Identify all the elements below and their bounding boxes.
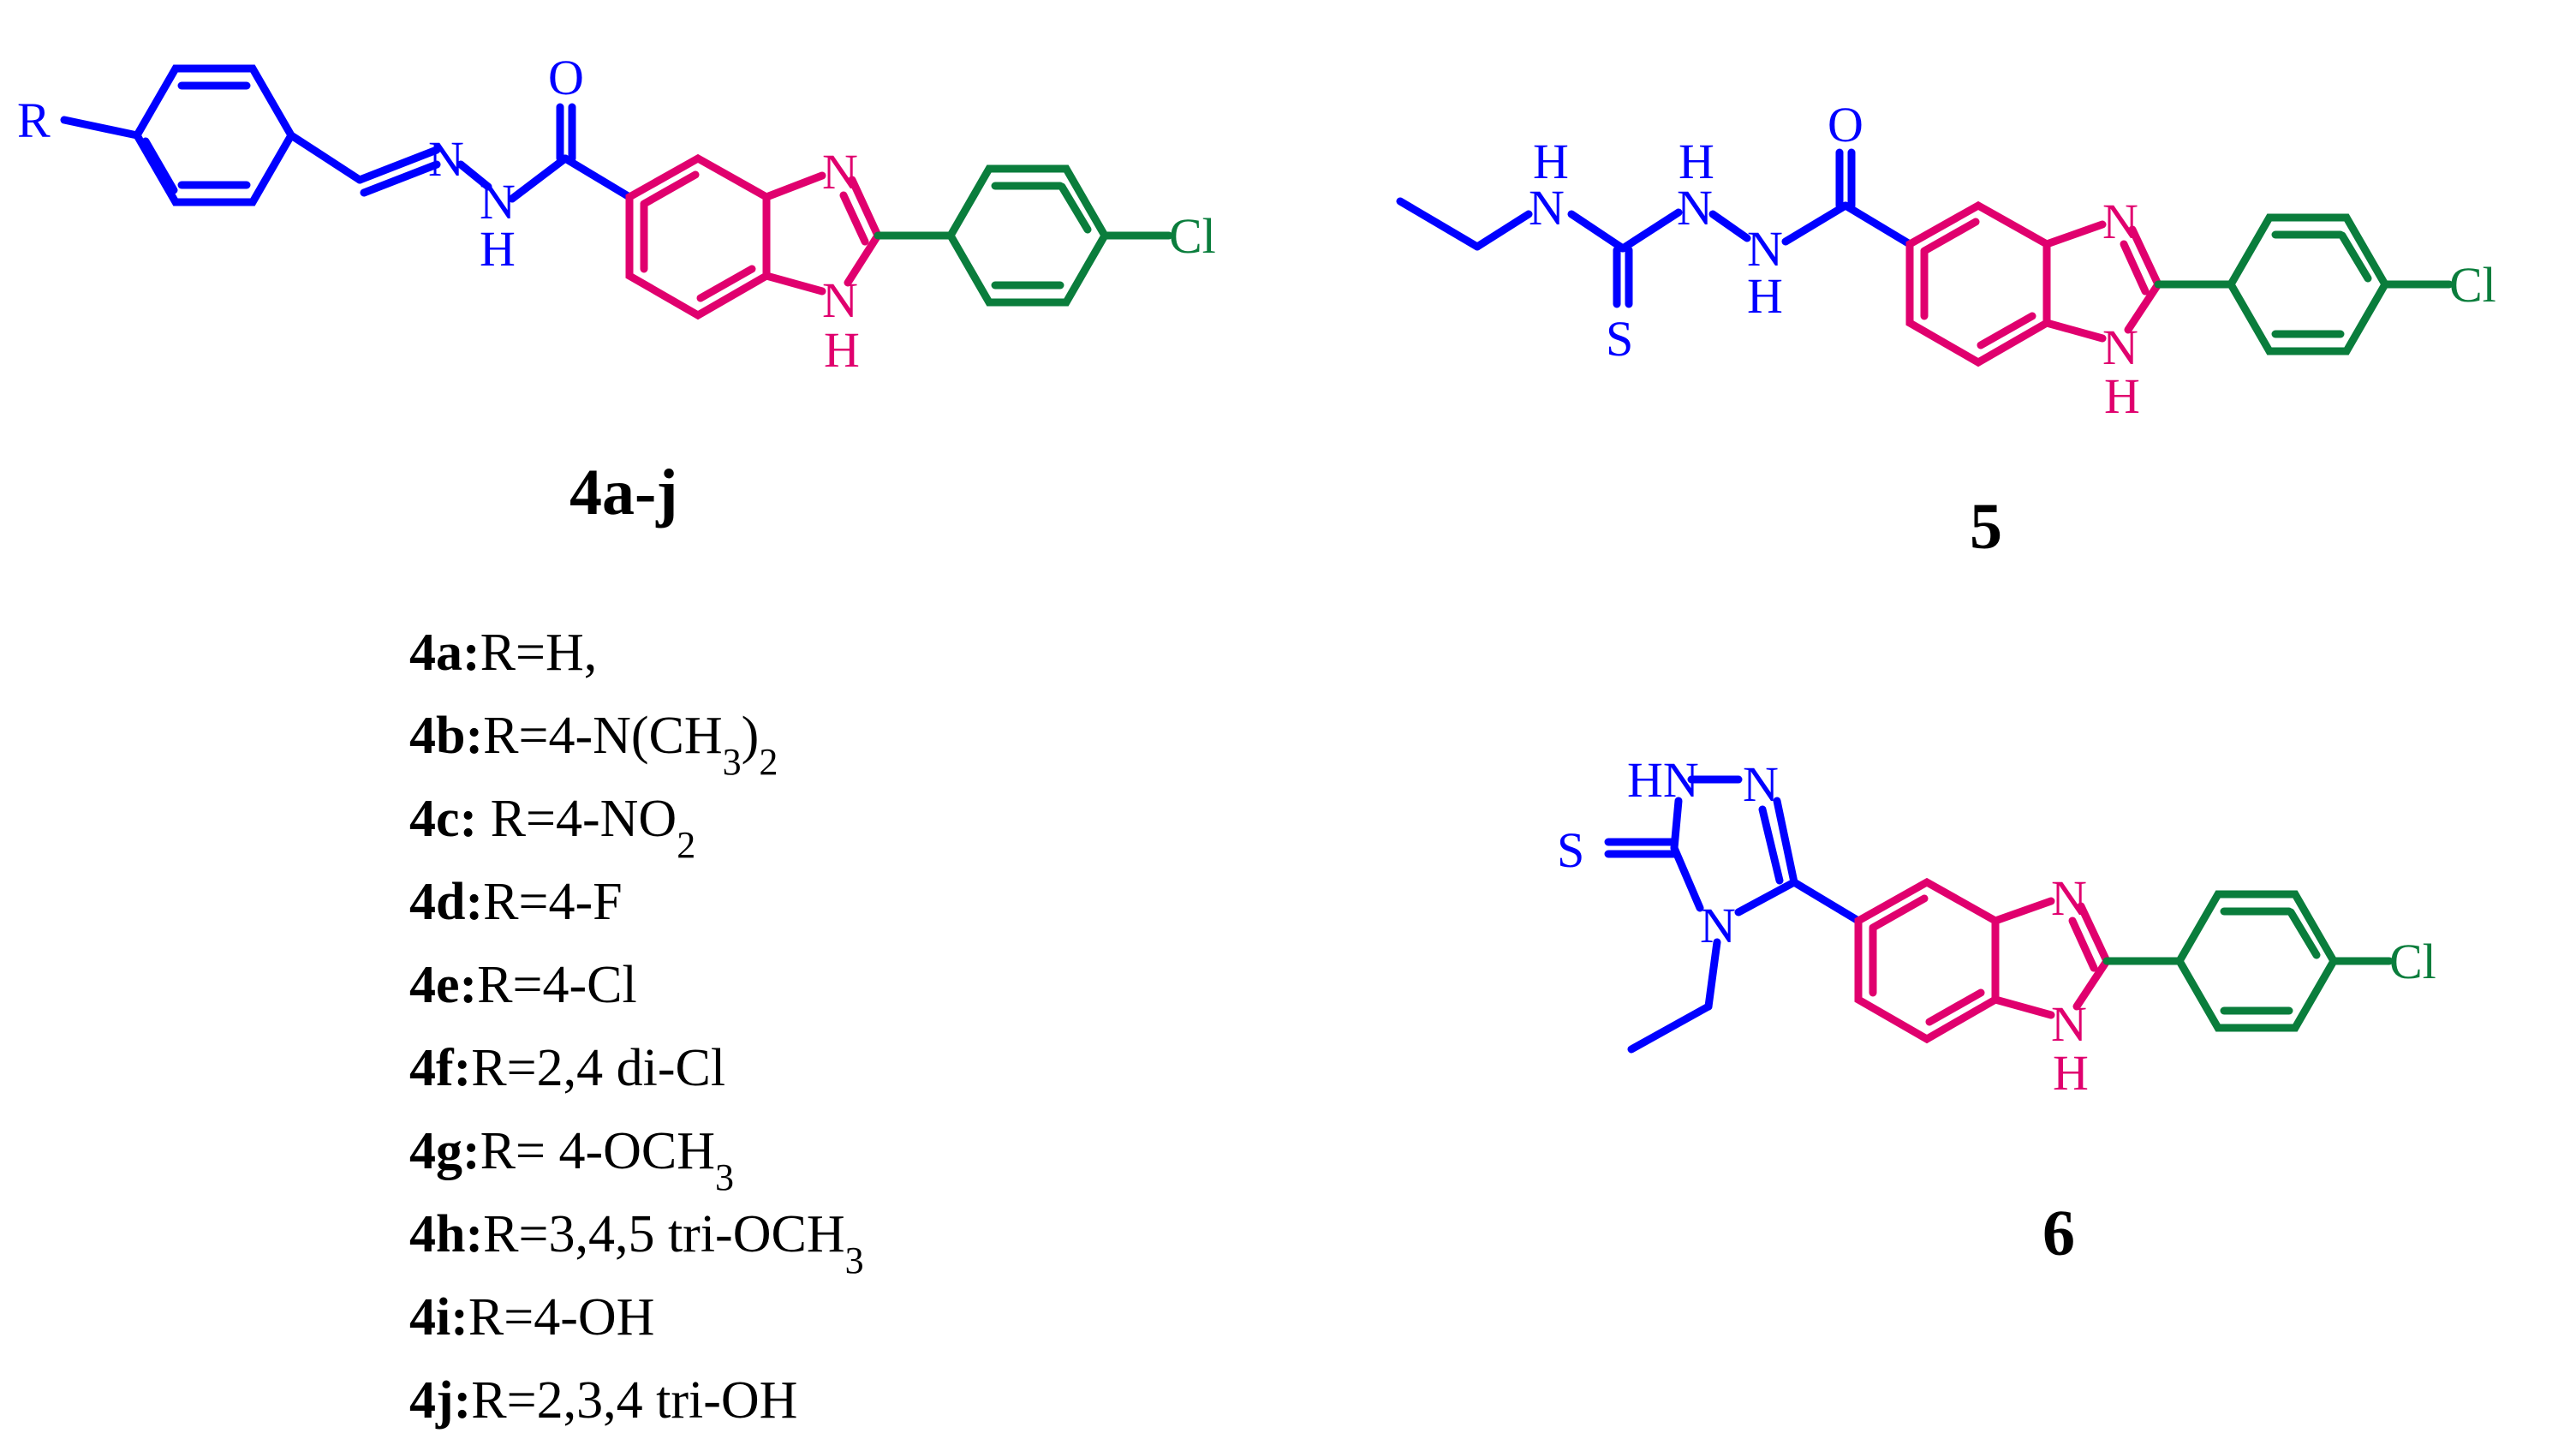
atom-s: S: [1557, 822, 1584, 878]
substituent-value: R=2,4 di-Cl: [471, 1039, 725, 1097]
atom-n-imidazole-h: N: [2051, 996, 2087, 1052]
substituent-value: R=2,3,4 tri-OH: [471, 1371, 797, 1430]
substituent-row: 4e:R=4-Cl: [409, 956, 637, 1014]
compound-code: 4i:: [409, 1288, 468, 1347]
substituent-list: 4a:R=H,4b:R=4-N(CH3)24c: R=4-NO24d:R=4-F…: [409, 624, 864, 1430]
compound-label-6: 6: [2042, 1197, 2075, 1269]
atom-n-imidazole: N: [2051, 870, 2087, 926]
compound-code: 4e:: [409, 956, 477, 1014]
benzimidazole-core: [1905, 200, 2162, 367]
atom-n-hydrazide1: N: [1677, 180, 1713, 236]
chlorophenyl-group: [874, 164, 1173, 307]
compound-code: 4b:: [409, 707, 483, 765]
substituent-row: 4f:R=2,4 di-Cl: [409, 1039, 725, 1097]
atom-n-amide: N: [480, 174, 516, 230]
atom-cl: Cl: [2389, 934, 2436, 989]
compound-code: 4c:: [409, 790, 477, 848]
substituent-value: ): [742, 707, 760, 765]
atom-s: S: [1606, 311, 1633, 367]
atom-n-imidazole: N: [2102, 194, 2138, 249]
compound-label-5: 5: [1970, 491, 2002, 563]
substituent-row: 4a:R=H,: [409, 624, 597, 682]
compound-code: 4f:: [409, 1039, 471, 1097]
substituent-value: R=4-OH: [468, 1288, 655, 1347]
triazole-thione-group: [1604, 775, 1863, 1054]
subscript: 2: [677, 824, 695, 866]
atom-n-imidazole-h: N: [2102, 319, 2138, 375]
atom-hn-triazole: HN: [1627, 752, 1699, 808]
atom-n-imidazole-h: N: [822, 272, 858, 328]
compound-code: 4j:: [409, 1371, 471, 1430]
compound-5-structure: H N S H N N H O N N H Cl: [1396, 97, 2496, 424]
substituent-row: 4i:R=4-OH: [409, 1288, 654, 1347]
atom-h-amide: H: [480, 221, 516, 277]
aryl-ring: [60, 64, 634, 206]
substituent-value: R=4-NO: [477, 790, 677, 848]
atom-r: R: [17, 93, 51, 148]
subscript: 3: [845, 1239, 864, 1281]
subscript: 3: [715, 1156, 734, 1198]
atom-cl: Cl: [1169, 208, 1216, 264]
atom-n-ethylamine: N: [1529, 180, 1565, 236]
substituent-row: 4j:R=2,3,4 tri-OH: [409, 1371, 797, 1430]
substituent-row: 4h:R=3,4,5 tri-OCH3: [409, 1205, 864, 1281]
atom-h-hydrazide2: H: [1747, 268, 1783, 324]
atom-h-hydrazide1: H: [1679, 134, 1714, 189]
atom-h-imidazole: H: [2104, 368, 2140, 424]
atom-n-imidazole: N: [822, 144, 858, 200]
compound-code: 4a:: [409, 624, 480, 682]
atom-n4-triazole: N: [1700, 898, 1736, 953]
substituent-value: R=H,: [480, 624, 598, 682]
compound-4a-j-structure: R N N H O N N H Cl: [17, 50, 1216, 378]
subscript: 3: [723, 741, 742, 783]
substituent-value: R=3,4,5 tri-OCH: [483, 1205, 844, 1263]
benzimidazole-core: [625, 153, 882, 320]
substituent-value: R= 4-OCH: [480, 1122, 715, 1180]
atom-h-imidazole: H: [2053, 1045, 2089, 1101]
substituent-row: 4b:R=4-N(CH3)2: [409, 707, 778, 783]
atom-o: O: [548, 50, 584, 105]
compound-6-structure: HN N S N N N H Cl: [1557, 752, 2436, 1101]
compound-code: 4h:: [409, 1205, 483, 1263]
chlorophenyl-group: [2102, 890, 2394, 1032]
atom-h-ethylamine: H: [1533, 134, 1569, 189]
thiosemicarbazide-linker: [1396, 148, 1914, 308]
atom-n-hydrazide2: N: [1747, 221, 1783, 277]
benzimidazole-core: [1854, 877, 2111, 1044]
substituent-value: R=4-Cl: [477, 956, 637, 1014]
substituent-value: R=4-N(CH: [483, 707, 723, 765]
atom-n-imine: N: [428, 131, 464, 187]
subscript: 2: [759, 741, 778, 783]
compound-label-4a-j: 4a-j: [569, 457, 678, 528]
substituent-value: R=4-F: [483, 873, 622, 931]
substituent-row: 4g:R= 4-OCH3: [409, 1122, 734, 1198]
substituent-row: 4c: R=4-NO2: [409, 790, 695, 866]
compound-code: 4g:: [409, 1122, 480, 1180]
substituent-row: 4d:R=4-F: [409, 873, 623, 931]
atom-n-triazole: N: [1743, 756, 1779, 812]
atom-cl: Cl: [2449, 257, 2496, 313]
chlorophenyl-group: [2154, 213, 2454, 355]
compound-code: 4d:: [409, 873, 483, 931]
atom-o: O: [1828, 97, 1863, 152]
atom-h-imidazole: H: [824, 322, 860, 378]
